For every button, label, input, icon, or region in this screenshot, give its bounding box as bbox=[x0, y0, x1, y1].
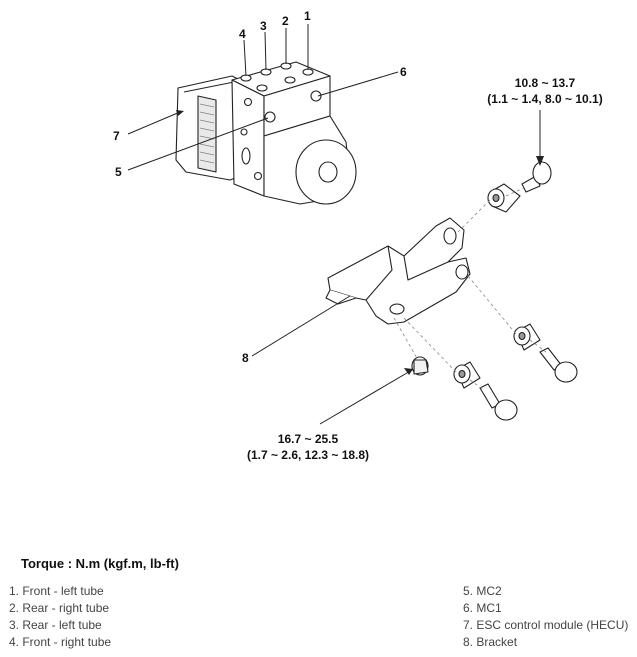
callout-7: 7 bbox=[113, 129, 120, 143]
legend-item: 5. MC2 bbox=[463, 584, 502, 598]
callout-8: 8 bbox=[242, 351, 249, 365]
legend-item: 2. Rear - right tube bbox=[9, 601, 110, 615]
torque-lower-alt: (1.7 ~ 2.6, 12.3 ~ 18.8) bbox=[247, 448, 369, 462]
hecu-exploded-diagram: 1 2 3 4 6 7 5 8 10.8 ~ 13.7 (1.1 ~ 1.4, … bbox=[113, 9, 603, 462]
callout-5: 5 bbox=[115, 165, 122, 179]
lower-middle-bushing bbox=[453, 361, 481, 389]
upper-mount-bolt bbox=[521, 161, 552, 193]
callout-6: 6 bbox=[400, 65, 407, 79]
legend-item: 6. MC1 bbox=[463, 601, 502, 615]
legend-right: 5. MC2 6. MC1 7. ESC control module (HEC… bbox=[463, 583, 628, 651]
torque-lower-nm: 16.7 ~ 25.5 bbox=[278, 432, 339, 446]
upper-mount-bushing bbox=[487, 183, 521, 213]
callout-3: 3 bbox=[260, 19, 267, 33]
lower-right-bushing bbox=[513, 323, 541, 351]
legend-left: 1. Front - left tube 2. Rear - right tub… bbox=[9, 583, 111, 651]
lower-nut bbox=[411, 356, 429, 376]
torque-upper-alt: (1.1 ~ 1.4, 8.0 ~ 10.1) bbox=[487, 92, 602, 106]
leader-lines bbox=[127, 24, 541, 425]
alignment-lines bbox=[393, 187, 547, 391]
callout-2: 2 bbox=[282, 14, 289, 28]
hecu-assembly bbox=[175, 61, 357, 205]
torque-heading: Torque : N.m (kgf.m, lb-ft) bbox=[21, 556, 179, 571]
legend-item: 3. Rear - left tube bbox=[9, 618, 102, 632]
bracket bbox=[325, 217, 471, 325]
torque-upper-nm: 10.8 ~ 13.7 bbox=[515, 76, 576, 90]
lower-middle-bolt bbox=[479, 383, 518, 421]
callout-4: 4 bbox=[239, 27, 246, 41]
legend-item: 1. Front - left tube bbox=[9, 584, 104, 598]
legend-item: 8. Bracket bbox=[463, 635, 518, 649]
callout-1: 1 bbox=[304, 9, 311, 23]
lower-right-bolt bbox=[539, 347, 578, 383]
legend-item: 4. Front - right tube bbox=[9, 635, 112, 649]
arrowheads bbox=[176, 110, 544, 375]
legend-item: 7. ESC control module (HECU) bbox=[463, 618, 629, 632]
